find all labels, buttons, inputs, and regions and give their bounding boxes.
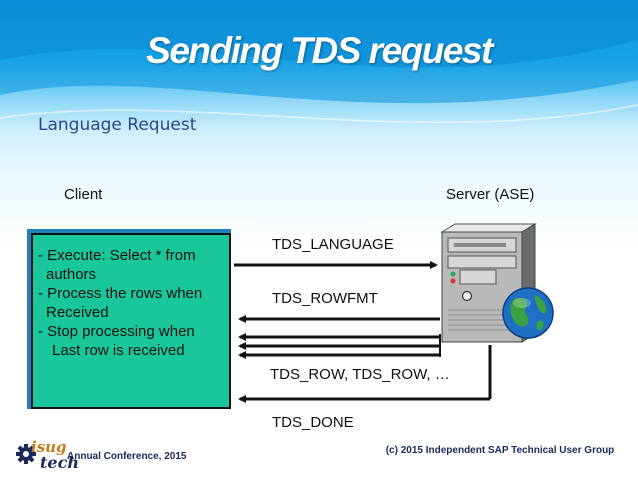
message-tds-rowfmt: TDS_ROWFMT <box>272 290 378 307</box>
client-line: authors <box>46 266 97 283</box>
arrow-done <box>238 345 492 403</box>
slide-title: Sending TDS request <box>146 30 493 71</box>
arrow-rows <box>238 333 441 359</box>
message-tds-language: TDS_LANGUAGE <box>272 236 394 253</box>
client-line: - Process the rows when <box>38 285 203 302</box>
client-line: - Execute: Select * from <box>38 247 196 264</box>
header-swoosh <box>0 0 638 124</box>
client-line: - Stop processing when <box>38 323 195 340</box>
client-box-text: - Execute: Select * from authors - Proce… <box>38 246 228 360</box>
message-tds-rows: TDS_ROW, TDS_ROW, … <box>270 366 450 383</box>
client-line: Received <box>46 304 109 321</box>
gear-icon <box>16 444 36 464</box>
globe-icon <box>502 287 554 339</box>
footer-conference: Annual Conference, 2015 <box>67 451 187 462</box>
client-label: Client <box>64 186 103 203</box>
footer-copyright: (c) 2015 Independent SAP Technical User … <box>385 445 615 456</box>
message-tds-done: TDS_DONE <box>272 414 354 431</box>
server-label: Server (ASE) <box>446 186 535 203</box>
client-line: Last row is received <box>52 342 185 359</box>
slide-subtitle: Language Request <box>38 115 197 135</box>
logo-tech: tech <box>40 453 79 472</box>
logo-isug: isug <box>31 438 67 456</box>
client-box <box>31 233 231 409</box>
